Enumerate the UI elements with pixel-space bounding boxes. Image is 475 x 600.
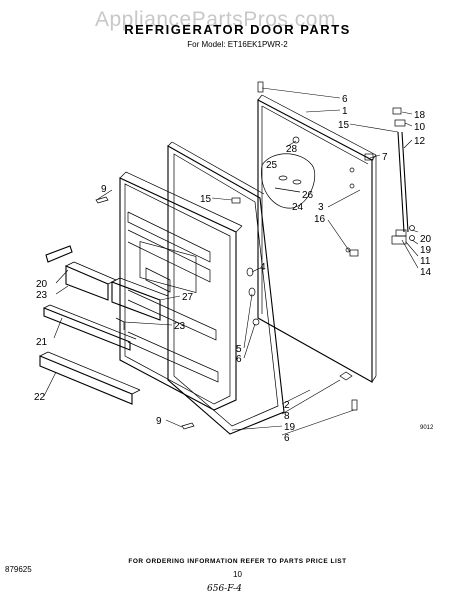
door-gasket	[167, 141, 285, 435]
label-kit	[261, 153, 316, 209]
page-number: 10	[233, 570, 242, 579]
hinge-assembly	[391, 107, 415, 245]
callout-23: 23	[174, 321, 186, 332]
callout-1: 1	[342, 106, 348, 117]
door-shelf-parts	[39, 245, 169, 405]
outer-door-panel	[257, 94, 377, 383]
callout-27: 27	[182, 292, 194, 303]
diagram-code: 9012	[420, 425, 434, 431]
callout-15-right: 16	[314, 214, 326, 225]
handwritten-note: 656-F-4	[207, 584, 242, 594]
callout-5: 6	[236, 354, 242, 365]
callout-15-left: 15	[200, 194, 212, 205]
model-number: For Model: ET16EK1PWR-2	[187, 40, 288, 49]
callout-12: 12	[414, 136, 426, 147]
callout-2: 2	[284, 400, 290, 411]
callout-9-bottom: 9	[156, 416, 162, 427]
inner-door-liner	[119, 171, 243, 411]
callout-19: 19	[284, 422, 296, 433]
callout-9-top: 9	[101, 184, 107, 195]
diagram-title: REFRIGERATOR DOOR PARTS	[124, 22, 351, 37]
callout-17: 19	[420, 245, 432, 256]
callout-18: 20	[420, 234, 432, 245]
callout-7: 7	[382, 152, 388, 163]
document-number: 879625	[5, 565, 32, 574]
callout-4: 5	[236, 344, 242, 355]
callout-22: 23	[36, 290, 48, 301]
callout-3-mid: 4	[260, 262, 266, 273]
callout-6-bottom: 6	[284, 433, 290, 444]
callout-3-top: 3	[318, 202, 324, 213]
callout-6-top: 6	[342, 94, 348, 105]
hardware	[95, 81, 374, 430]
callout-14: 15	[338, 120, 350, 131]
callout-28: 28	[286, 144, 298, 155]
callout-16: 18	[414, 110, 426, 121]
callout-21: 22	[34, 392, 46, 403]
callout-11: 11	[420, 256, 431, 267]
callout-25: 25	[266, 160, 278, 171]
callout-24: 24	[292, 202, 304, 213]
callout-20-bottom: 21	[36, 337, 48, 348]
callout-13: 14	[420, 267, 432, 278]
leader-lines	[43, 87, 419, 436]
callout-10: 10	[414, 122, 426, 133]
ordering-info-footer: FOR ORDERING INFORMATION REFER TO PARTS …	[128, 558, 347, 565]
callout-labels: 6 1 15 18 10 12 7 28 25 26 24 3 16 9 15 …	[34, 94, 432, 444]
callout-26: 26	[302, 190, 314, 201]
watermark: AppliancePartsPros.com	[95, 8, 336, 31]
callout-8: 8	[284, 411, 290, 422]
callout-20-top: 20	[36, 279, 48, 290]
